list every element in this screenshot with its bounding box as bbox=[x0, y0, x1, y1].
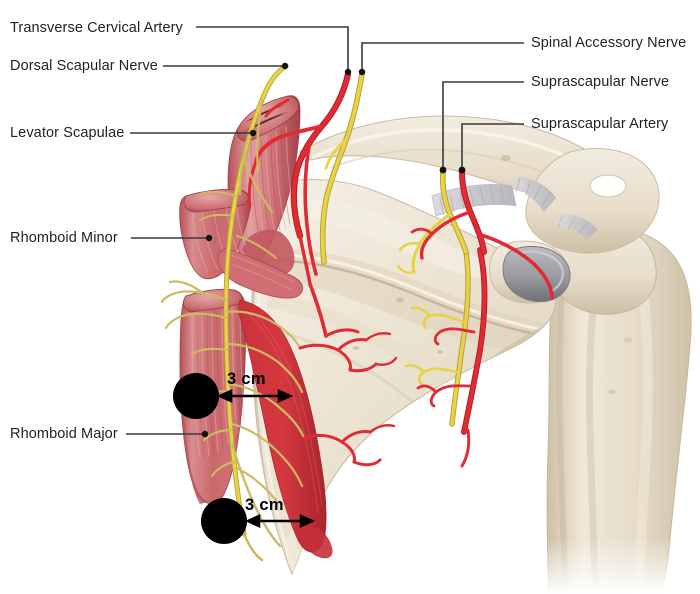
transverse-cervical-artery bbox=[247, 70, 352, 286]
dimension-arrows bbox=[216, 388, 316, 529]
label-spinal-accessory-nerve: Spinal Accessory Nerve bbox=[531, 35, 687, 51]
dot-suprascapular-nerve bbox=[439, 166, 447, 174]
label-levator-scapulae: Levator Scapulae bbox=[10, 125, 125, 141]
dot-transverse-cervical-artery bbox=[344, 68, 352, 76]
dimension-label-lower: 3 cm bbox=[245, 496, 284, 514]
label-rhomboid-major: Rhomboid Major bbox=[10, 426, 118, 442]
leader-lines bbox=[126, 26, 524, 435]
upper-reference-dot bbox=[173, 373, 219, 419]
lower-reference-dot bbox=[201, 498, 247, 544]
dot-rhomboid-minor bbox=[205, 234, 213, 242]
label-suprascapular-artery: Suprascapular Artery bbox=[531, 116, 669, 132]
label-transverse-cervical-artery: Transverse Cervical Artery bbox=[10, 20, 183, 36]
suprascapular-nerve bbox=[396, 169, 469, 274]
suprascapular-neurovascular-deep bbox=[404, 247, 488, 468]
label-rhomboid-minor: Rhomboid Minor bbox=[10, 230, 118, 246]
lower-arrowhead-left bbox=[244, 513, 261, 529]
lower-arrowhead-right bbox=[299, 513, 316, 529]
dot-spinal-accessory-nerve bbox=[358, 68, 366, 76]
label-dorsal-scapular-nerve: Dorsal Scapular Nerve bbox=[10, 58, 158, 74]
dorsal-scapular-nerve bbox=[160, 63, 306, 562]
dot-dorsal-scapular-nerve bbox=[281, 62, 289, 70]
spinal-accessory-nerve bbox=[319, 71, 365, 265]
transverse-scapular-ligament bbox=[431, 176, 598, 240]
dot-levator-scapulae bbox=[249, 129, 257, 137]
dot-rhomboid-major bbox=[201, 430, 209, 438]
suprascapular-artery bbox=[410, 169, 554, 300]
dimension-label-upper: 3 cm bbox=[227, 370, 266, 388]
leader-dots bbox=[201, 62, 466, 438]
label-suprascapular-nerve: Suprascapular Nerve bbox=[531, 74, 670, 90]
dorsal-scapular-artery-branches bbox=[298, 282, 398, 467]
dot-suprascapular-artery bbox=[458, 166, 466, 174]
upper-arrowhead-right bbox=[277, 388, 294, 404]
reference-markers bbox=[173, 373, 247, 544]
upper-arrowhead-left bbox=[216, 388, 233, 404]
